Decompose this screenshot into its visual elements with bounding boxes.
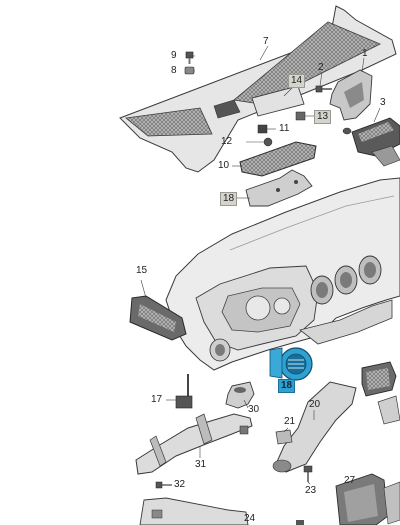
fastener-lower-right: [296, 520, 304, 525]
duct-part-3: [351, 117, 400, 167]
clip-part-3a: [342, 127, 352, 135]
bracket-part-18: [245, 169, 313, 207]
bolt-part-17: [175, 374, 193, 409]
callout-24: 23: [305, 485, 317, 496]
callout-1: 1: [362, 48, 368, 59]
callout-11: 11: [279, 123, 290, 134]
bracket-part-28: [335, 473, 400, 525]
lower-trim-part-27: [139, 497, 249, 525]
clip-part-11: [257, 124, 268, 134]
air-vent-center-1: [310, 275, 334, 305]
callout-14: 14: [288, 74, 306, 88]
bolt-part-9: [185, 51, 194, 64]
round-vent-part-20: [269, 347, 313, 381]
callout-2: 2: [318, 62, 324, 73]
callout-18: 18: [220, 192, 238, 206]
callout-30: 30: [248, 404, 260, 415]
callout-21: 20: [309, 399, 321, 410]
callout-8: 8: [171, 65, 177, 76]
cover-plate-part-14: [251, 85, 305, 117]
callout-27: 24: [244, 513, 256, 524]
nut-part-8: [184, 66, 195, 75]
callout-10: 10: [218, 160, 230, 171]
callout-23: 21: [284, 416, 296, 427]
callout-9: 9: [171, 50, 177, 61]
clip-part-23: [275, 429, 293, 445]
vent-grille-part-10: [239, 141, 317, 177]
callout-17: 17: [151, 394, 163, 405]
air-vent-left: [209, 338, 231, 362]
bracket-part-1: [329, 69, 373, 121]
air-vent-center-3: [358, 255, 382, 285]
clip-part-12: [263, 137, 273, 147]
callout-28: 27: [344, 475, 356, 486]
callout-15: 15: [136, 265, 148, 276]
callout-12: 12: [221, 136, 233, 147]
cross-member-part-31: [135, 413, 253, 475]
callout-13: 13: [314, 110, 332, 124]
housing-part-15: [129, 295, 187, 341]
duct-part-30: [225, 381, 255, 409]
plenum-panel: [119, 5, 397, 173]
callout-20: 18: [278, 379, 296, 393]
air-vent-center-2: [334, 265, 358, 295]
side-vent-housing-right: [361, 361, 400, 425]
callout-32: 32: [174, 479, 186, 490]
callout-3: 3: [380, 97, 386, 108]
callout-7: 7: [263, 36, 269, 47]
screw-part-24: [303, 465, 313, 482]
clip-part-13: [295, 111, 306, 121]
screw-part-2: [315, 85, 332, 93]
callout-31: 31: [195, 459, 207, 470]
dashboard-body: [165, 177, 400, 371]
leader-lines: [140, 45, 381, 486]
